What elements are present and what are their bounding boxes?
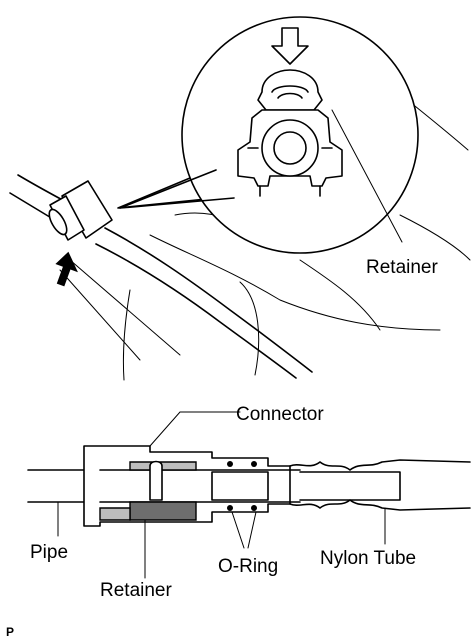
- body-panel-lines: [59, 89, 471, 381]
- o-ring-label: O-Ring: [218, 556, 278, 577]
- retainer-bottom-label: Retainer: [100, 580, 172, 601]
- connector-top: [48, 180, 113, 241]
- down-arrow-icon: [271, 27, 309, 65]
- o-ring-leader-2: [247, 511, 257, 549]
- pipe-label: Pipe: [30, 542, 68, 563]
- o-ring-leader-1: [231, 511, 245, 549]
- nylon-tube-label: Nylon Tube: [320, 548, 416, 569]
- cross-section: [27, 445, 471, 527]
- connector-label: Connector: [236, 404, 324, 425]
- corner-mark: P: [6, 625, 14, 639]
- retainer-top-label: Retainer: [366, 257, 438, 278]
- retainer-clip-detail: [237, 69, 343, 197]
- up-arrow-icon: [55, 251, 78, 287]
- retainer-top-leader: [331, 109, 403, 243]
- connector-leader: [149, 411, 241, 447]
